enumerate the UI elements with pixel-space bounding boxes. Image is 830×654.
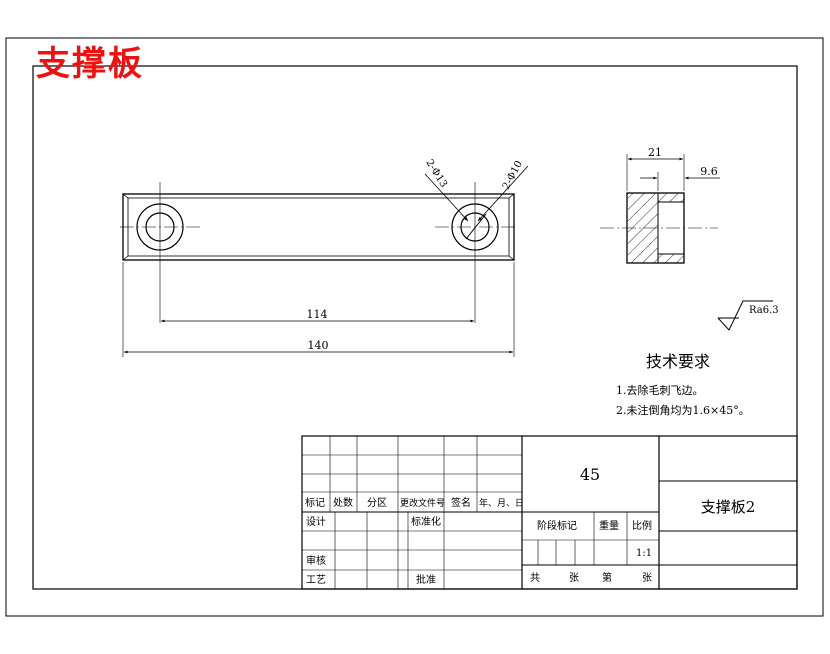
title-block [301,435,798,590]
tech-requirement-1: 1.去除毛刺飞边。 [616,383,704,397]
hole-13-label: 2-Φ13 [423,158,449,190]
hole-10-label: 2-Φ10 [501,159,525,191]
label-nianyueri: 年、月、日 [479,497,524,509]
tech-requirements-title: 技术要求 [646,352,710,371]
label-gong: 共 [530,572,540,584]
label-chushu: 处数 [333,496,353,509]
label-bili: 比例 [632,519,652,532]
label-shenhe: 审核 [306,554,326,567]
inner-frame [32,65,798,590]
roughness-symbol [717,300,773,331]
label-gongyi: 工艺 [306,574,326,586]
dimension-9-6-label: 9.6 [700,165,718,178]
outer-border [5,37,824,617]
dimension-140-label: 140 [308,339,329,352]
roughness-label: Ra6.3 [749,305,779,316]
label-di: 第 [602,571,612,584]
label-genggai: 更改文件号 [400,497,445,509]
label-biaozhunhua: 标准化 [411,515,441,528]
title-block-labels: 标记 处数 分区 更改文件号 签名 年、月、日 设计 标准化 审核 工艺 批准 … [305,496,652,586]
label-zhang-2: 张 [642,572,652,584]
label-pizhun: 批准 [416,573,436,586]
label-zhongliang: 重量 [599,519,619,532]
front-view [120,165,529,323]
label-biaoji: 标记 [305,497,325,509]
label-sheji: 设计 [306,515,326,528]
dimension-114-label: 114 [307,308,328,321]
dimension-140 [122,262,515,357]
label-qianming: 签名 [451,496,471,509]
label-jieduan: 阶段标记 [537,519,577,532]
scale-value: 1:1 [636,548,652,559]
part-name: 支撑板2 [701,498,756,516]
side-section-view [600,154,720,264]
material-value: 45 [580,465,600,484]
dimension-21-label: 21 [648,146,662,159]
label-zhang-1: 张 [569,572,579,584]
label-fenqu: 分区 [367,497,387,509]
drawing-heading: 支撑板 [36,44,144,84]
tech-requirement-2: 2.未注倒角均为1.6×45°。 [616,403,750,417]
